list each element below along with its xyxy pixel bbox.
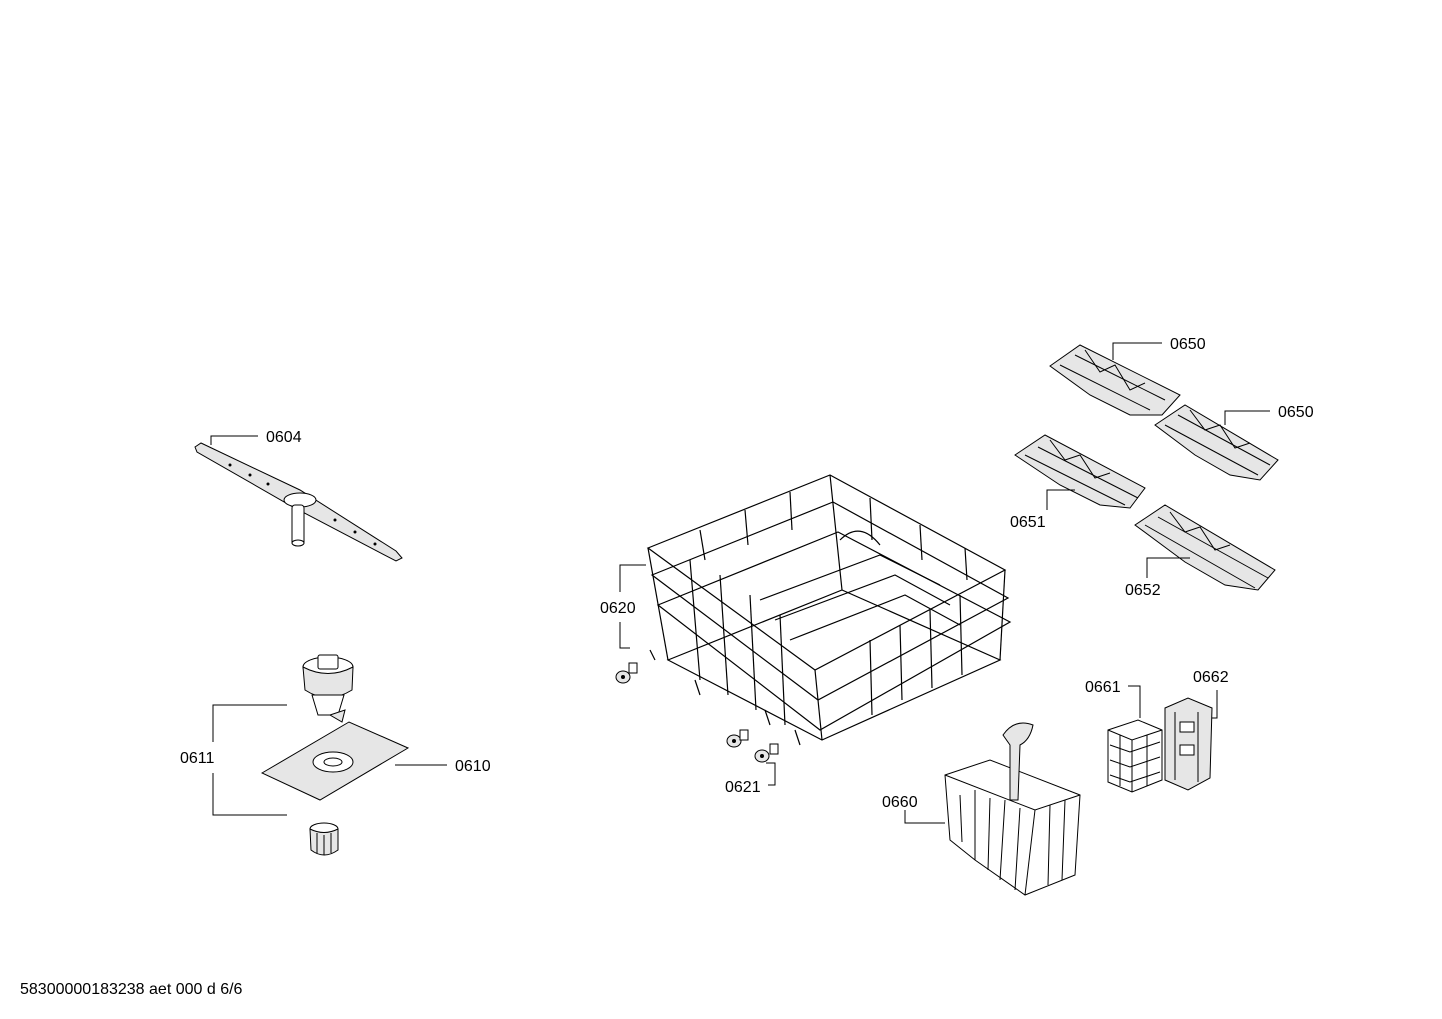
leader-line-0662 [1212, 690, 1218, 719]
label-0651: 0651 [1010, 514, 1046, 531]
folding-rack-part-1[interactable] [1049, 344, 1181, 416]
label-0620: 0620 [600, 600, 636, 617]
rack-insert-part-0651[interactable] [1014, 434, 1146, 509]
label-0650b: 0650 [1278, 404, 1314, 421]
cutlery-holder-part-0662[interactable] [1164, 697, 1213, 791]
label-0621: 0621 [725, 779, 761, 796]
label-0661: 0661 [1085, 679, 1121, 696]
filter-cylinder-part[interactable] [302, 654, 354, 723]
leader-line-0651 [1046, 489, 1075, 510]
leader-line-0611-lower [212, 773, 287, 816]
leader-line-0611 [212, 704, 287, 742]
cutlery-holder-part-0661[interactable] [1107, 719, 1163, 793]
leader-line-0604 [210, 435, 258, 445]
folding-rack-part-2[interactable] [1154, 404, 1279, 481]
lower-basket-part[interactable] [646, 474, 1012, 746]
rack-insert-part-0652[interactable] [1134, 504, 1276, 591]
basket-wheel-part[interactable] [615, 662, 779, 763]
leader-line-0620 [619, 564, 646, 592]
label-0652: 0652 [1125, 582, 1161, 599]
leader-line-0660 [904, 810, 945, 824]
label-0611: 0611 [180, 750, 215, 767]
leader-line-0621 [766, 762, 776, 786]
label-0660: 0660 [882, 794, 918, 811]
leader-line-0661 [1128, 685, 1141, 718]
leader-line-0650b [1224, 410, 1270, 425]
filter-plate-part[interactable] [260, 721, 410, 801]
leader-line-0650a [1112, 342, 1162, 360]
document-footer: 58300000183238 aet 000 d 6/6 [20, 981, 243, 998]
label-0662: 0662 [1193, 669, 1229, 686]
micro-filter-part[interactable] [309, 822, 339, 856]
leader-line-0652 [1146, 557, 1190, 578]
label-0604: 0604 [266, 429, 302, 446]
cutlery-basket-part[interactable] [944, 722, 1081, 896]
leader-line-0620-lower [619, 622, 630, 649]
label-0610: 0610 [455, 758, 491, 775]
spray-arm-part[interactable] [194, 442, 403, 562]
label-0650a: 0650 [1170, 336, 1206, 353]
